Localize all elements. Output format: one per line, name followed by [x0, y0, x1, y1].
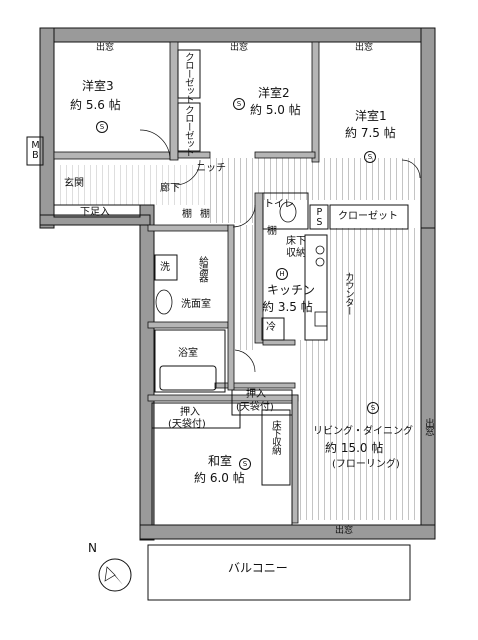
north-label: N — [88, 541, 97, 555]
washer-label: 洗 — [160, 262, 170, 273]
balcony — [147, 544, 411, 601]
shoe-box — [53, 204, 141, 218]
kitchen-counter — [304, 234, 328, 341]
washer-box — [154, 254, 178, 281]
bath-box — [154, 329, 226, 393]
room-western2-mark: S — [233, 97, 245, 110]
room-western3-size: 約 5.6 帖 — [70, 98, 121, 112]
closet-vertical-label-2: クローゼット — [182, 105, 194, 156]
kitchen-underfloor-label: 床下収納 — [286, 236, 306, 259]
ps-box — [309, 204, 329, 230]
bay-window-label-2: 出窓 — [230, 43, 249, 53]
shoe-box-label: 下足入 — [80, 207, 110, 218]
room-living-mark: S — [367, 401, 379, 414]
room-kitchen-size: 約 3.5 帖 — [262, 300, 313, 314]
mb-label: MB — [29, 140, 41, 160]
bay-window-label-south: 出窓 — [335, 526, 354, 536]
toilet-box — [262, 192, 309, 230]
bay-window-label-1: 出窓 — [96, 43, 115, 53]
closet-box — [329, 204, 409, 230]
room-kitchen-name: キッチン — [267, 283, 316, 297]
niche-label: ニッチ — [196, 163, 226, 174]
room-western2-size: 約 5.0 帖 — [250, 103, 301, 117]
washroom-label: 洗面室 — [181, 299, 211, 310]
interior-walls — [53, 41, 320, 524]
toilet-label: トイレ — [264, 199, 294, 210]
fridge-box — [261, 317, 285, 341]
room-kitchen-mark: H — [276, 267, 288, 280]
shelf-label-2: 棚 — [200, 209, 210, 220]
bathtub — [159, 365, 217, 391]
hallway-label: 廊下 — [160, 183, 180, 194]
oshiire-upper-label: 押入 — [246, 389, 266, 400]
room-western1-mark: S — [364, 150, 376, 163]
shelf-label-1: 棚 — [182, 209, 192, 220]
shelf-label-3: 棚 — [267, 226, 277, 237]
bath-label: 浴室 — [178, 348, 198, 359]
room-western1-size: 約 7.5 帖 — [345, 126, 396, 140]
water-heater-label: 給湯器 — [196, 256, 208, 282]
counter-label: カウンター — [342, 272, 354, 315]
fridge-label: 冷 — [266, 322, 276, 333]
bay-window-label-east: 出窓 — [422, 418, 434, 435]
room-living-floor: (フローリング) — [332, 459, 400, 470]
balcony-label: バルコニー — [228, 561, 288, 575]
room-living-name: リビング・ダイニング — [313, 426, 413, 437]
room-western3-mark: S — [96, 120, 108, 133]
closet-outline-1 — [177, 49, 201, 99]
ps-label: PS — [313, 207, 325, 227]
room-japanese-name: 和室 — [208, 454, 233, 468]
room-western2-name: 洋室2 — [258, 86, 290, 100]
room-japanese-mark: S — [239, 457, 251, 470]
room-western3-name: 洋室3 — [82, 79, 114, 93]
north-arrow — [98, 558, 132, 592]
entrance-label: 玄関 — [64, 178, 84, 189]
underfloor-vertical-label: 床下収納 — [269, 420, 281, 454]
room-western1-name: 洋室1 — [355, 109, 387, 123]
bay-window-label-3: 出窓 — [355, 43, 374, 53]
closet-outline-2 — [177, 102, 201, 152]
mb-box — [26, 136, 44, 166]
oshiire-upper-sub: (天袋付) — [236, 402, 274, 413]
closet-vertical-label-1: クローゼット — [182, 52, 194, 103]
oshiire-lower-sub: (天袋付) — [168, 419, 206, 430]
room-living-size: 約 15.0 帖 — [325, 441, 384, 455]
oshiire-lower — [151, 402, 241, 429]
outer-walls — [39, 27, 436, 541]
underfloor-box — [261, 409, 291, 486]
oshiire-lower-label: 押入 — [180, 407, 200, 418]
closet-label: クローゼット — [338, 211, 398, 222]
room-japanese-size: 約 6.0 帖 — [194, 471, 245, 485]
